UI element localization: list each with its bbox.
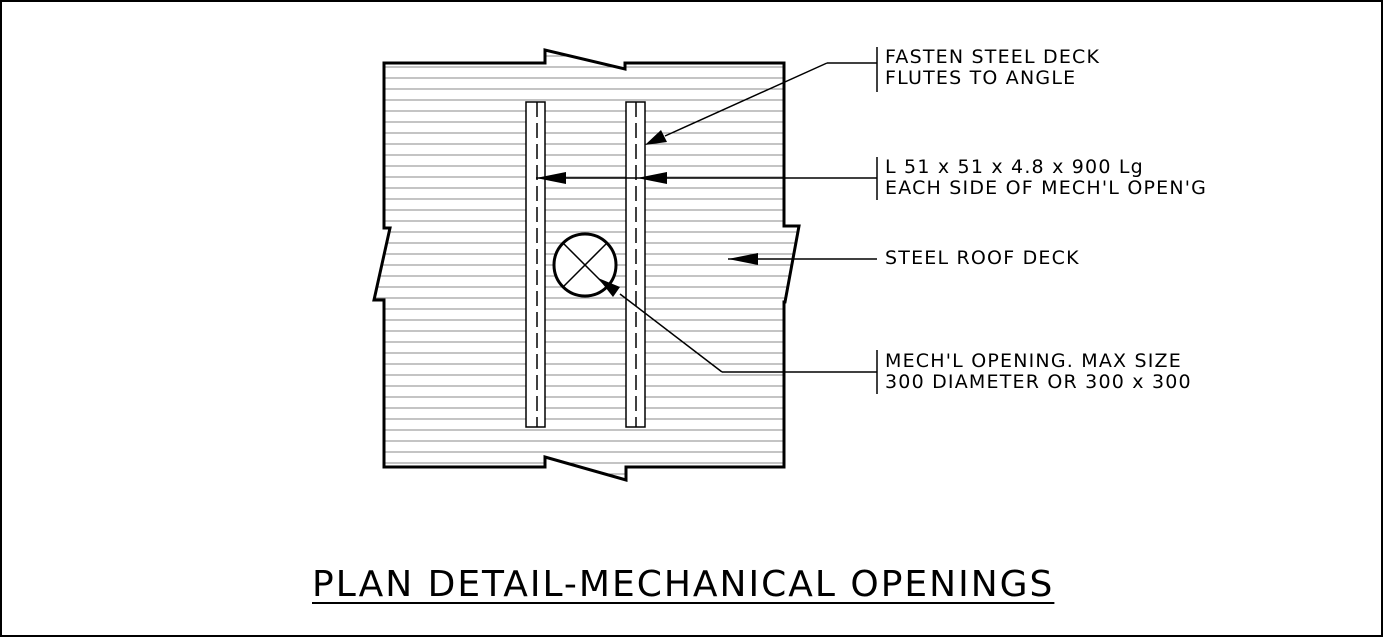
leader-fasten <box>645 47 878 145</box>
note-opening-line2: 300 DIAMETER OR 300 x 300 <box>885 371 1192 393</box>
note-fasten-line1: FASTEN STEEL DECK <box>885 46 1101 68</box>
note-angle-spec: L 51 x 51 x 4.8 x 900 Lg EACH SIDE OF ME… <box>885 157 1207 199</box>
note-fasten-steel-deck: FASTEN STEEL DECK FLUTES TO ANGLE <box>885 47 1100 89</box>
note-deck-line1: STEEL ROOF DECK <box>885 247 1080 269</box>
note-angle-line2: EACH SIDE OF MECH'L OPEN'G <box>885 177 1208 199</box>
leader-angle <box>536 157 878 200</box>
note-opening-line1: MECH'L OPENING. MAX SIZE <box>885 350 1182 372</box>
note-steel-roof-deck: STEEL ROOF DECK <box>885 248 1080 269</box>
note-angle-line1: L 51 x 51 x 4.8 x 900 Lg <box>885 156 1144 178</box>
leader-opening <box>598 278 878 394</box>
left-angle <box>525 101 546 428</box>
note-fasten-line2: FLUTES TO ANGLE <box>885 67 1077 89</box>
note-mech-opening: MECH'L OPENING. MAX SIZE 300 DIAMETER OR… <box>885 351 1192 393</box>
drawing-title: PLAN DETAIL-MECHANICAL OPENINGS <box>312 564 1055 605</box>
steel-roof-deck-outline <box>372 48 801 482</box>
right-angle <box>625 101 646 428</box>
leader-deck <box>728 253 877 265</box>
